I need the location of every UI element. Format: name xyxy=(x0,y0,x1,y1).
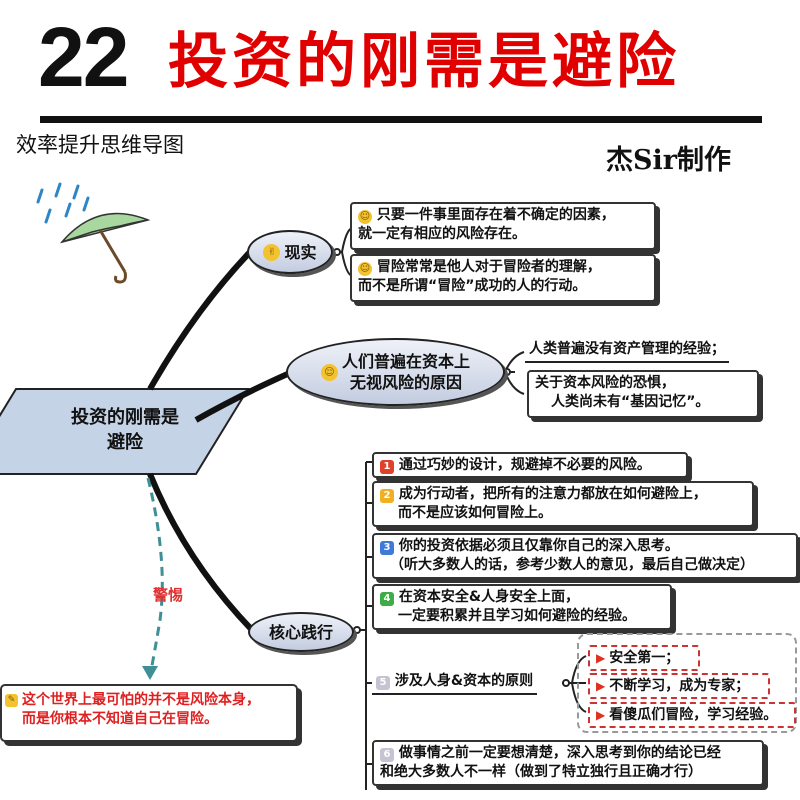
practice-item-3-line-2: （听大多数人的话，参考少数人的意见，最后自己做决定） xyxy=(390,557,754,573)
practice-item-1[interactable]: 1 通过巧妙的设计，规避掉不必要的风险。 xyxy=(372,452,688,478)
number-1-icon: 1 xyxy=(380,459,394,474)
practice-item-4[interactable]: 4 在资本安全&人身安全上面， 一定要积累并且学习如何避险的经验。 xyxy=(372,584,672,630)
central-node-line-2: 避险 xyxy=(107,432,143,453)
practice-item-6-line-2: 和绝大多数人不一样（做到了特立独行且正确才行） xyxy=(380,764,702,780)
number-4-icon: 4 xyxy=(380,591,394,606)
author-credit: 杰Sir制作 xyxy=(606,145,731,176)
practice-item-6-line-1: 做事情之前一定要想清楚，深入思考到你的结论已经 xyxy=(398,745,721,761)
practice-item-2-line-1: 成为行动者，把所有的注意力都放在如何避险上， xyxy=(398,486,707,502)
reality-item-1-line-1: 只要一件事里面存在着不确定的因素， xyxy=(376,207,615,223)
flag-icon: ▶ xyxy=(596,679,606,693)
principle-item-3-text: 看傻瓜们冒险，学习经验。 xyxy=(609,707,778,723)
central-node-line-1: 投资的刚需是 xyxy=(71,407,179,428)
face-icon: ☺ xyxy=(320,363,338,381)
reality-item-2-line-2: 而不是所谓“冒险”成功的人的行动。 xyxy=(358,278,587,294)
practice-item-3[interactable]: 3 你的投资依据必须且仅靠你自己的深入思考。 （听大多数人的话，参考少数人的意见… xyxy=(372,533,798,579)
branch-reasons-line-1: 人们普遍在资本上 xyxy=(341,352,470,371)
warning-quote[interactable]: ✎ 这个世界上最可怕的并不是风险本身， 而是你根本不知道自己在冒险。 xyxy=(0,684,298,742)
number-5-icon: 5 xyxy=(376,675,390,690)
principle-item-2-text: 不断学习，成为专家； xyxy=(609,678,750,694)
branch-reasons-line-2: 无视风险的原因 xyxy=(349,373,462,392)
practice-item-1-line-1: 通过巧妙的设计，规避掉不必要的风险。 xyxy=(398,457,651,473)
reasons-item-1[interactable]: 人类普遍没有资产管理的经验； xyxy=(525,340,729,363)
chapter-number: 22 xyxy=(38,10,129,104)
principle-item-2[interactable]: ▶不断学习，成为专家； xyxy=(588,673,770,699)
warning-quote-line-1: 这个世界上最可怕的并不是风险本身， xyxy=(22,692,260,708)
flag-icon: ▶ xyxy=(596,651,606,665)
flag-icon: ▶ xyxy=(596,708,606,722)
reasons-item-1-line-1: 人类普遍没有资产管理的经验； xyxy=(529,341,725,357)
number-6-icon: 6 xyxy=(380,747,394,762)
page-subtitle: 效率提升思维导图 xyxy=(16,133,184,157)
practice-item-5[interactable]: 5 涉及人身&资本的原则 xyxy=(372,672,538,695)
practice-item-4-line-1: 在资本安全&人身安全上面， xyxy=(398,589,580,605)
branch-practice[interactable]: 核心践行 xyxy=(248,612,354,652)
branch-practice-label: 核心践行 xyxy=(268,622,333,642)
reality-item-2-line-1: 冒险常常是他人对于冒险者的理解， xyxy=(376,259,601,275)
practice-item-2[interactable]: 2 成为行动者，把所有的注意力都放在如何避险上， 而不是应该如何冒险上。 xyxy=(372,481,754,527)
central-node[interactable]: 投资的刚需是 避险 xyxy=(45,405,205,455)
smiley-icon: ☺ xyxy=(358,209,372,224)
branch-reality[interactable]: ✌ 现实 xyxy=(247,230,333,274)
practice-item-6[interactable]: 6 做事情之前一定要想清楚，深入思考到你的结论已经 和绝大多数人不一样（做到了特… xyxy=(372,740,764,786)
reasons-item-2-line-2: 人类尚未有“基因记忆”。 xyxy=(551,394,710,410)
reasons-item-2[interactable]: 关于资本风险的恐惧， 人类尚未有“基因记忆”。 xyxy=(527,370,759,418)
reasons-item-2-line-1: 关于资本风险的恐惧， xyxy=(535,375,675,391)
principle-item-1[interactable]: ▶安全第一； xyxy=(588,645,700,671)
branch-reality-label: 现实 xyxy=(284,242,317,262)
reality-item-1-line-2: 就一定有相应的风险存在。 xyxy=(358,226,526,242)
page-title: 投资的刚需是避险 xyxy=(168,27,680,97)
warning-label: 警惕 xyxy=(153,586,184,604)
principle-item-1-text: 安全第一； xyxy=(609,650,680,666)
warning-arrow xyxy=(146,477,164,677)
principle-item-3[interactable]: ▶看傻瓜们冒险，学习经验。 xyxy=(588,702,796,728)
reality-item-1[interactable]: ☺ 只要一件事里面存在着不确定的因素， 就一定有相应的风险存在。 xyxy=(350,202,656,250)
hand-icon: ✌ xyxy=(263,243,281,261)
practice-item-5-line-1: 涉及人身&资本的原则 xyxy=(394,673,534,689)
smiley-icon: ☺ xyxy=(358,261,372,276)
reality-item-2[interactable]: ☺ 冒险常常是他人对于冒险者的理解， 而不是所谓“冒险”成功的人的行动。 xyxy=(350,254,656,302)
practice-item-2-line-2: 而不是应该如何冒险上。 xyxy=(398,505,552,521)
principles-group xyxy=(577,633,797,733)
note-icon: ✎ xyxy=(5,694,18,707)
warning-quote-line-2: 而是你根本不知道自己在冒险。 xyxy=(22,711,218,727)
umbrella-icon xyxy=(36,182,151,284)
branch-reasons[interactable]: ☺ 人们普遍在资本上 无视风险的原因 xyxy=(286,338,505,406)
practice-item-3-line-1: 你的投资依据必须且仅靠你自己的深入思考。 xyxy=(398,538,679,554)
title-underline xyxy=(40,116,762,123)
number-2-icon: 2 xyxy=(380,488,394,503)
number-3-icon: 3 xyxy=(380,540,394,555)
central-node-shape xyxy=(0,388,250,475)
practice-item-4-line-2: 一定要积累并且学习如何避险的经验。 xyxy=(398,608,636,624)
